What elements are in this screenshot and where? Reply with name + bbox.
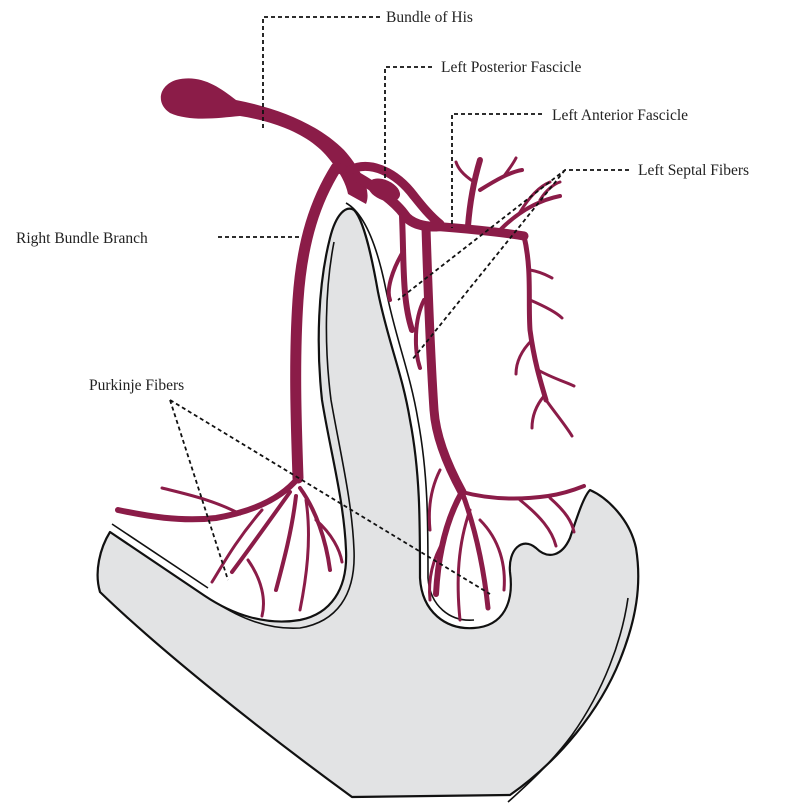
label-left-posterior-fascicle: Left Posterior Fascicle [441, 59, 581, 76]
anterior-tree [456, 162, 474, 182]
label-bundle-of-his: Bundle of His [386, 9, 473, 26]
label-right-bundle-branch: Right Bundle Branch [16, 230, 148, 247]
purkinje-branch [118, 478, 298, 519]
purkinje-branch [550, 498, 574, 532]
purkinje-branch [520, 500, 556, 546]
leader-left-anterior-fascicle [452, 114, 542, 228]
lateral-branch [530, 300, 562, 318]
heart-tissue [98, 203, 639, 802]
purkinje-branch [458, 510, 470, 620]
septal-branch [416, 300, 424, 368]
bundle-of-his [161, 78, 368, 204]
anterior-tree [480, 170, 522, 190]
label-purkinje-fibers: Purkinje Fibers [89, 377, 184, 394]
anterior-tree [520, 182, 550, 212]
purkinje-branch [248, 560, 263, 616]
left-anterior-fascicle [430, 226, 524, 236]
lateral-branch [546, 400, 572, 436]
purkinje-branch [429, 470, 440, 530]
purkinje-branch [300, 500, 308, 610]
lateral-branch [516, 340, 532, 374]
label-left-septal-fibers: Left Septal Fibers [638, 162, 749, 179]
leader-left-posterior-fascicle [385, 67, 432, 178]
lateral-branch [530, 270, 552, 278]
lateral-branch [532, 396, 544, 428]
left-posterior-fascicle [426, 228, 462, 492]
septal-branch [402, 216, 412, 330]
purkinje-branch [462, 486, 584, 499]
lateral-branch [524, 236, 546, 400]
purkinje-branch [162, 488, 240, 514]
anterior-tree [468, 160, 480, 226]
label-left-anterior-fascicle: Left Anterior Fascicle [552, 107, 688, 124]
